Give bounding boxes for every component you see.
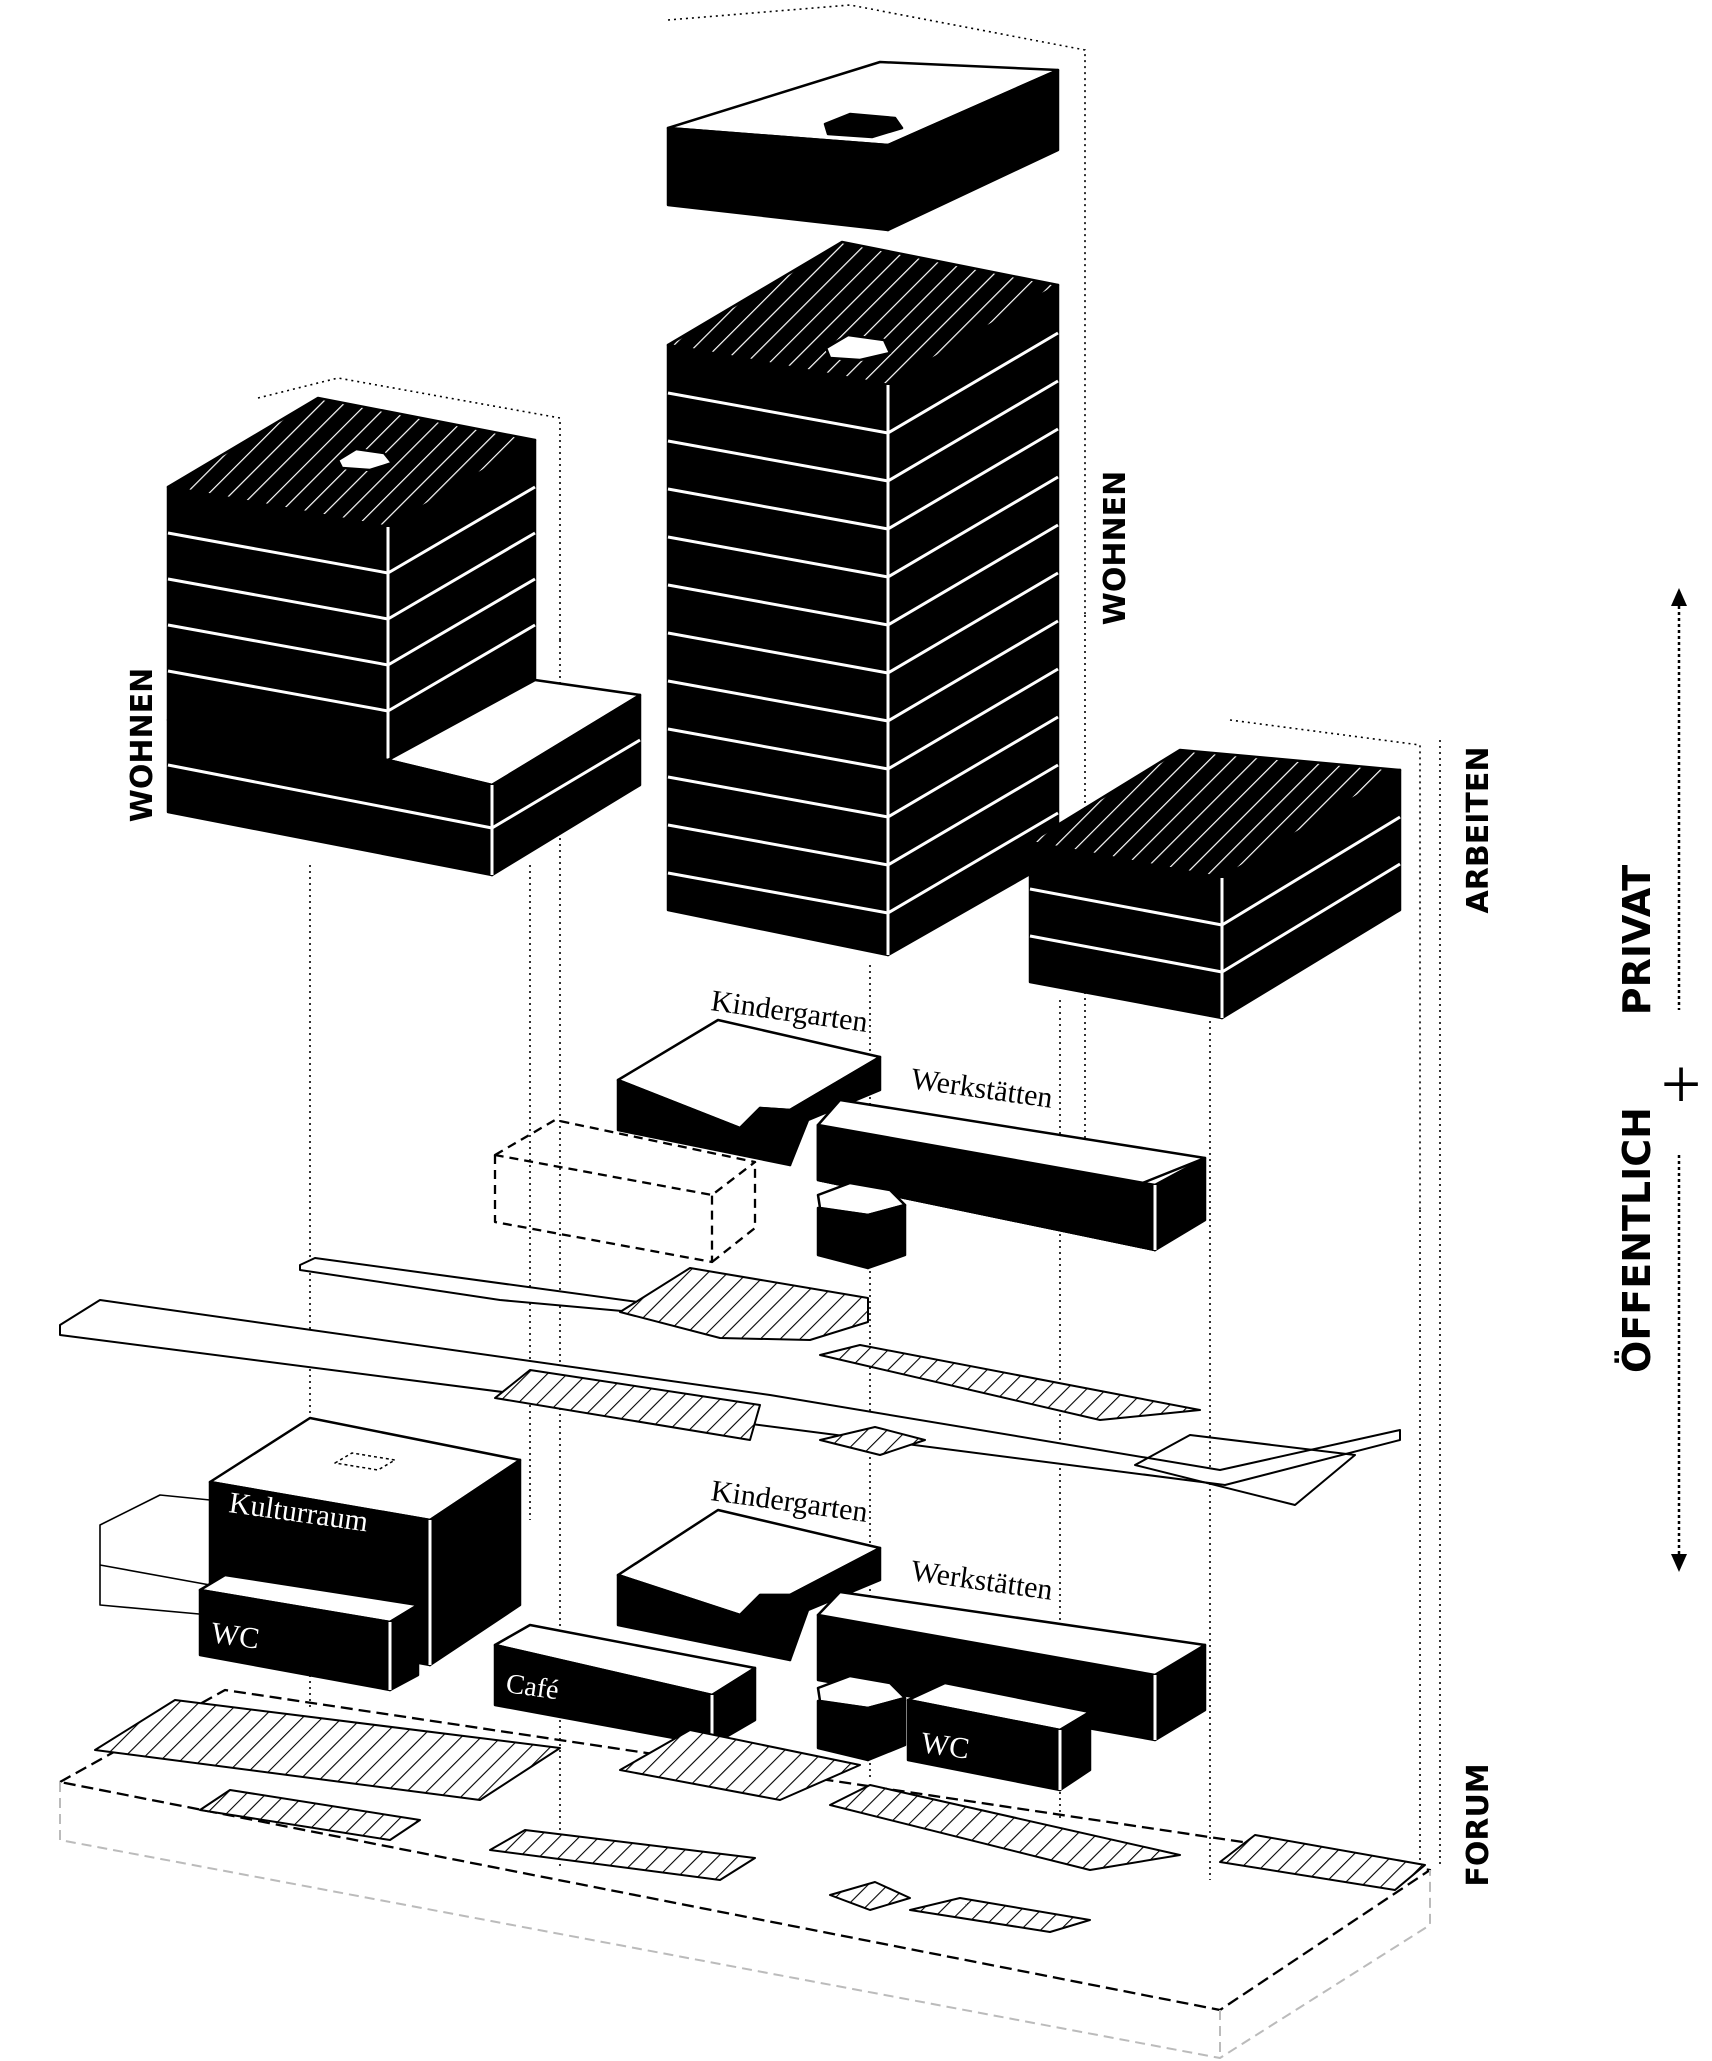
label-wohnen-center: WOHNEN [1098,471,1133,625]
label-forum: FORUM [1461,1763,1496,1886]
floor-slab [59,1257,1401,1506]
arrow-down-icon [1671,1554,1687,1572]
upper-community-level [493,1018,1207,1270]
label-oeffentlich: ÖFFENTLICH [1615,1107,1659,1373]
label-wc-left: WC [209,1616,261,1655]
roof-cap [666,60,1060,232]
privacy-scale: PRIVAT ÖFFENTLICH + [1615,588,1701,1572]
lower-community-level [493,1508,1207,1792]
label-arbeiten: ARBEITEN [1461,747,1496,914]
label-wc-right: WC [919,1726,971,1765]
arrow-up-icon [1671,588,1687,606]
label-privat: PRIVAT [1615,865,1659,1016]
scale-divider-plus: + [1661,1044,1702,1124]
label-wohnen-left: WOHNEN [125,668,160,822]
label-werkstaetten-upper: Werkstätten [909,1062,1055,1115]
label-cafe: Café [504,1668,561,1706]
left-tower [166,396,642,877]
label-werkstaetten-lower: Werkstätten [909,1554,1055,1607]
kultur-block [99,1416,522,1692]
arbeiten-block [1028,748,1402,1020]
central-tower [666,240,1060,957]
forum-ground [58,1688,1432,2059]
